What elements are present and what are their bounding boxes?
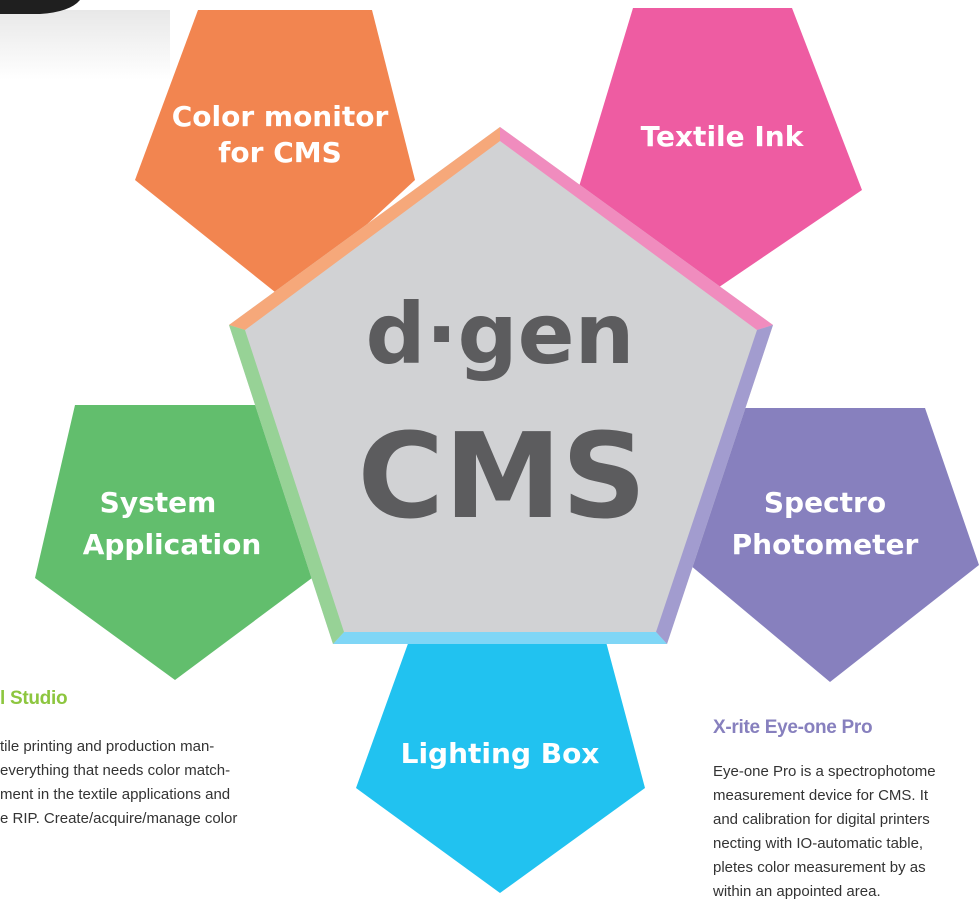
petal-label-line: Textile Ink [641, 120, 805, 153]
right-info-line: and calibration for digital printers [713, 811, 930, 828]
petal-label-line: for CMS [218, 136, 342, 169]
left-info-line: tile printing and production man- [0, 738, 215, 755]
petal-shape [35, 405, 312, 680]
edge-green [229, 325, 344, 644]
petal-label-line: Photometer [732, 528, 919, 561]
right-info-line: Eye-one Pro is a spectrophotome [713, 763, 936, 780]
petal-spectro-photometer: Spectro Photometer [690, 408, 979, 682]
monitor-image [0, 0, 170, 80]
petal-lighting-box: Lighting Box [356, 638, 645, 893]
petal-label-line: Application [83, 528, 262, 561]
right-info-line: pletes color measurement by as [713, 859, 926, 876]
left-info-line: ment in the textile applications and [0, 786, 231, 803]
petal-textile-ink: Textile Ink [578, 8, 862, 300]
center-shape [229, 127, 773, 644]
edge-pink [500, 127, 773, 330]
center-title-dgen: d·gen [366, 285, 635, 383]
right-info-line: necting with IO-automatic table, [713, 835, 924, 852]
petal-label-line: Lighting Box [401, 737, 600, 770]
edge-purple [656, 325, 773, 644]
right-info-line: within an appointed area. [713, 883, 881, 900]
left-info-line: everything that needs color match- [0, 762, 231, 779]
right-info-text: Eye-one Pro is a spectrophotome measurem… [713, 760, 979, 918]
petal-color-monitor: Color monitor for CMS [135, 10, 415, 300]
left-info-line: e RIP. Create/acquire/manage color [0, 810, 238, 827]
petal-shape [135, 10, 415, 300]
left-info-heading: l Studio [0, 688, 68, 709]
center-pentagon: d·gen CMS [229, 127, 773, 644]
edge-blue [333, 632, 667, 644]
left-info-text: tile printing and production man- everyt… [0, 735, 290, 831]
petal-shape [578, 8, 862, 300]
petal-shape [356, 638, 645, 893]
right-info-line: measurement device for CMS. It [713, 787, 929, 804]
petal-shape [690, 408, 979, 682]
center-title-cms: CMS [357, 407, 646, 545]
petal-label-line: Color monitor [172, 100, 389, 133]
petal-label-line: Spectro [764, 486, 886, 519]
petal-system-application: System Application [35, 405, 312, 680]
petal-label-line: System [100, 486, 217, 519]
edge-orange [229, 127, 500, 330]
right-info-heading: X-rite Eye-one Pro [713, 717, 873, 738]
